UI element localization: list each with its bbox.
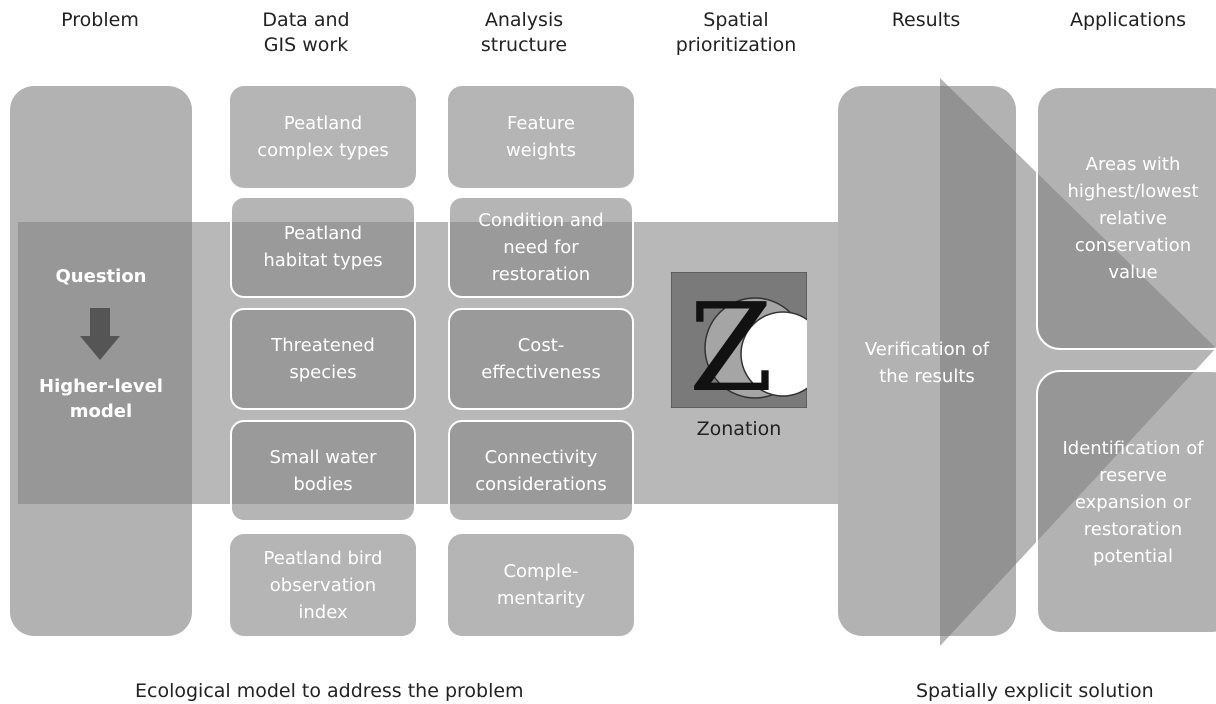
footer-right: Spatially explicit solution	[916, 680, 1154, 702]
zonation-logo-icon: Z	[671, 272, 807, 408]
verification-label: Verification of the results	[864, 339, 990, 387]
data-box-peatland-habitat-types: Peatland habitat types	[230, 196, 416, 298]
data-box-bird-observation-index: Peatland bird observation index	[230, 534, 416, 636]
down-arrow-icon	[80, 308, 120, 360]
results-arrow-icon	[940, 78, 1216, 646]
application-conservation-value-text: Areas with highest/lowest relative conse…	[1067, 153, 1199, 283]
header-analysis: Analysis structure	[480, 9, 568, 56]
svg-text:Z: Z	[689, 277, 774, 408]
problem-column	[10, 86, 192, 636]
footer-left: Ecological model to address the problem	[135, 680, 524, 702]
header-results: Results	[891, 9, 961, 31]
analysis-box-condition-restoration: Condition and need for restoration	[448, 196, 634, 298]
analysis-box-connectivity: Connectivity considerations	[448, 420, 634, 522]
application-reserve-expansion-text: Identification of reserve expansion or r…	[1062, 437, 1204, 567]
analysis-box-cost-effectiveness: Cost- effectiveness	[448, 308, 634, 410]
analysis-box-complementarity: Comple- mentarity	[448, 534, 634, 636]
header-applications: Applications	[1069, 9, 1187, 31]
application-conservation-value: Areas with highest/lowest relative conse…	[1036, 86, 1216, 350]
header-data-gis: Data and GIS work	[262, 9, 350, 56]
analysis-box-feature-weights: Feature weights	[448, 86, 634, 188]
zonation-label: Zonation	[696, 418, 782, 440]
application-reserve-expansion: Identification of reserve expansion or r…	[1036, 370, 1216, 634]
data-box-peatland-complex-types: Peatland complex types	[230, 86, 416, 188]
data-box-threatened-species: Threatened species	[230, 308, 416, 410]
header-problem: Problem	[61, 9, 139, 31]
higher-level-model-label: Higher-level model	[39, 376, 163, 422]
header-spatial: Spatial prioritization	[675, 9, 797, 56]
question-label: Question	[55, 266, 147, 287]
data-box-small-water-bodies: Small water bodies	[230, 420, 416, 522]
